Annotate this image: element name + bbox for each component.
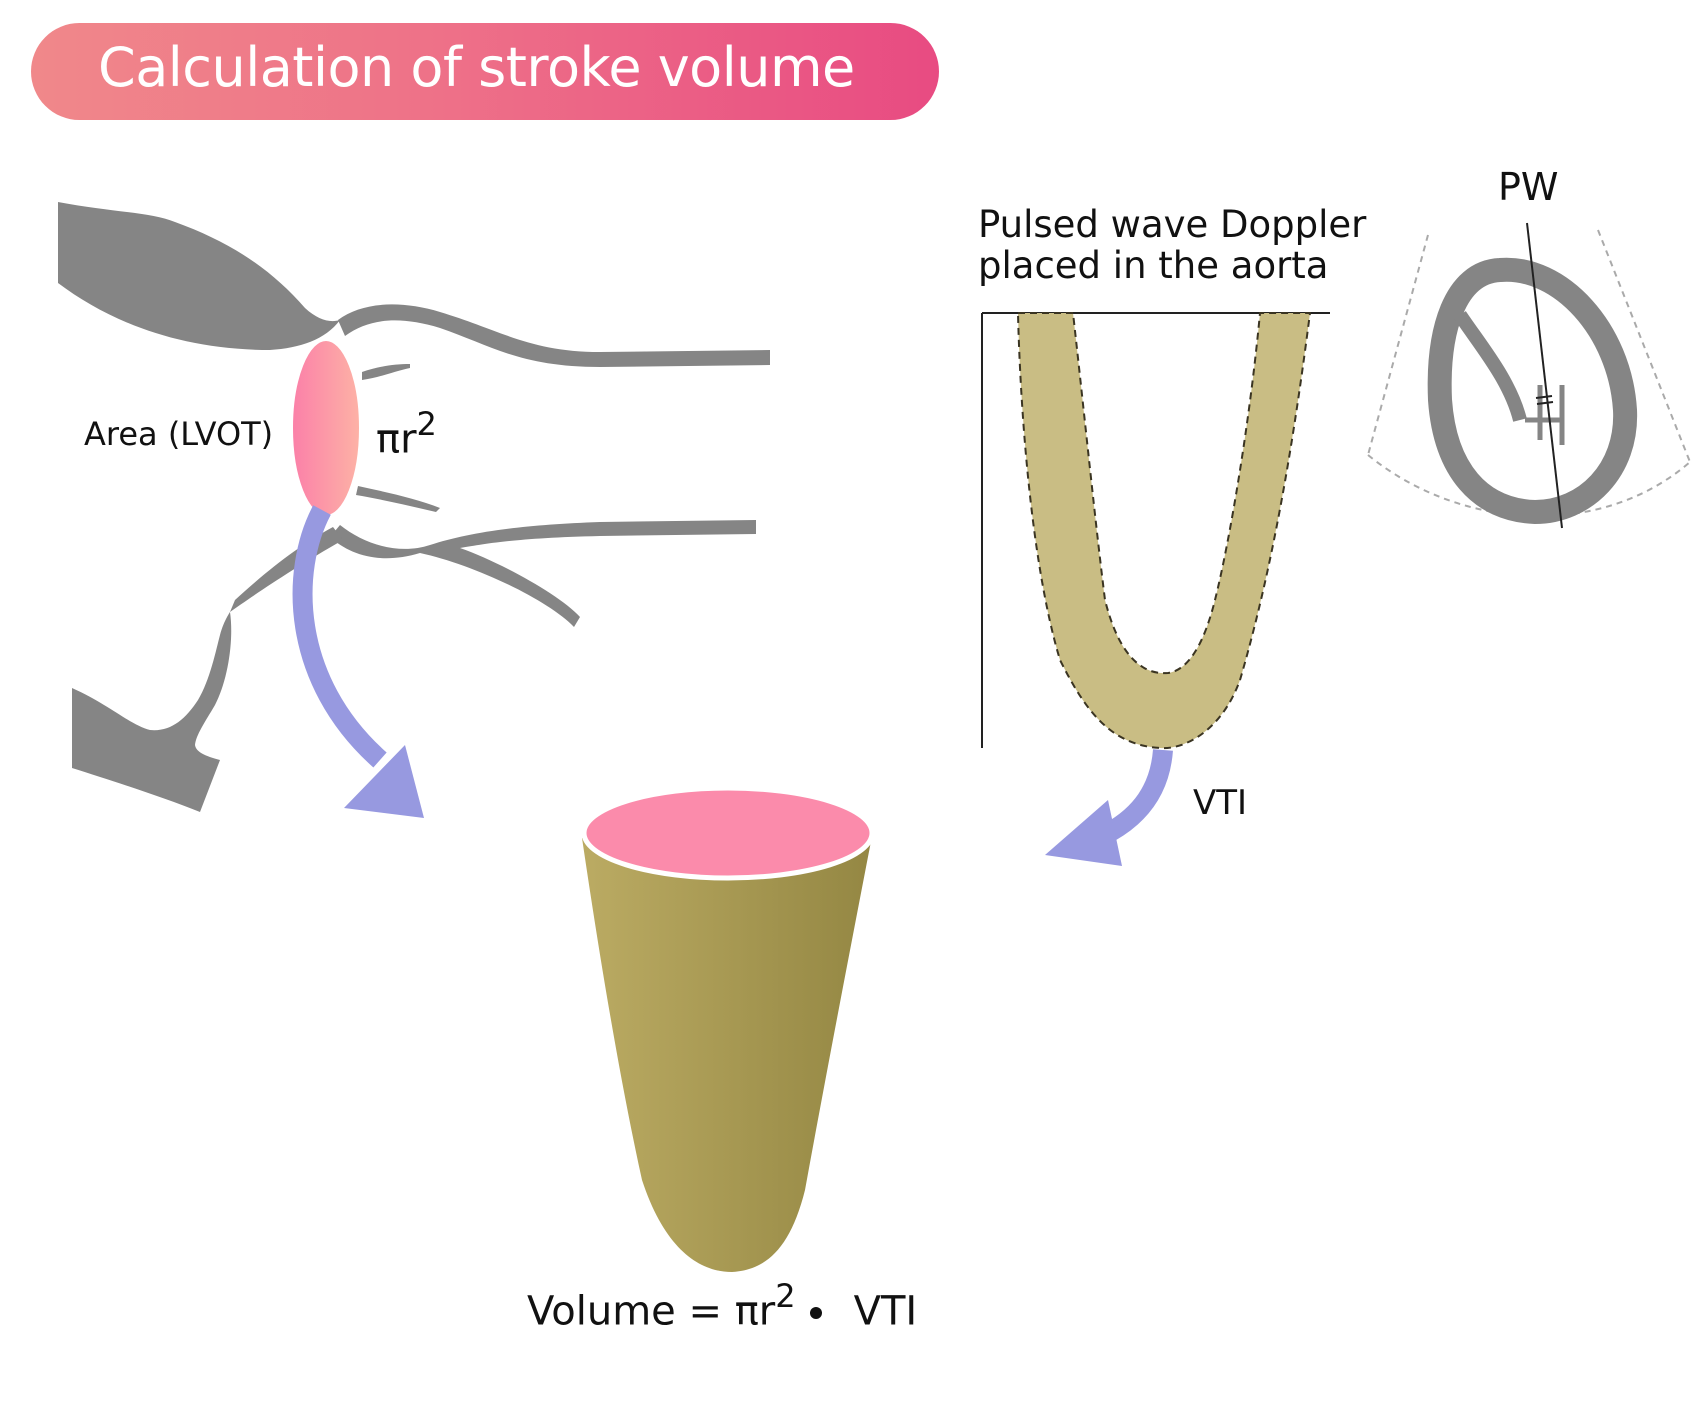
stroke-volume-cone: [581, 785, 875, 1272]
area-formula-label: πr2: [376, 404, 437, 463]
sample-gate-mark-2: [1536, 401, 1554, 405]
pi-r-text: πr: [376, 416, 417, 463]
title-banner: [31, 23, 939, 120]
multiply-dot: [809, 1307, 822, 1320]
volume-prefix: Volume = πr: [527, 1288, 776, 1335]
volume-suffix: VTI: [853, 1288, 918, 1335]
heart-outline: [1427, 257, 1638, 525]
lvot-anatomy: [58, 202, 770, 812]
upper-wall-shape: [58, 202, 340, 350]
cone-top-area: [581, 785, 875, 881]
doppler-label-line2: placed in the aorta: [978, 244, 1329, 287]
area-to-volume-arrow: [292, 505, 424, 818]
upper-aortic-wall: [338, 304, 770, 367]
pw-label: PW: [1498, 165, 1559, 209]
doppler-envelope: [1016, 312, 1312, 750]
volume-formula: Volume = πr2 VTI: [527, 1276, 918, 1335]
pw-sample-line: [1526, 222, 1563, 529]
lower-valve-leaflet: [356, 486, 440, 512]
vti-arrow: [1045, 748, 1173, 866]
lower-left-ventricle: [72, 604, 235, 812]
sample-gate-mark: [1535, 395, 1553, 399]
doppler-trace: [981, 312, 1330, 750]
doppler-label-line1: Pulsed wave Doppler: [978, 203, 1367, 246]
septum-shape: [230, 527, 343, 612]
septum-line: [1454, 311, 1527, 422]
exponent-text: 2: [416, 404, 437, 443]
upper-valve-leaflet: [362, 364, 410, 380]
valve-detail: [1525, 385, 1565, 445]
page-title: Calculation of stroke volume: [98, 36, 855, 99]
echo-sector-scan: [1367, 222, 1691, 529]
sector-outline: [1367, 229, 1691, 517]
lvot-area-ellipse: [289, 337, 363, 519]
lower-aortic-wall: [330, 520, 756, 627]
area-lvot-label: Area (LVOT): [84, 415, 274, 453]
volume-exponent: 2: [775, 1276, 796, 1315]
vti-label: VTI: [1193, 783, 1248, 823]
